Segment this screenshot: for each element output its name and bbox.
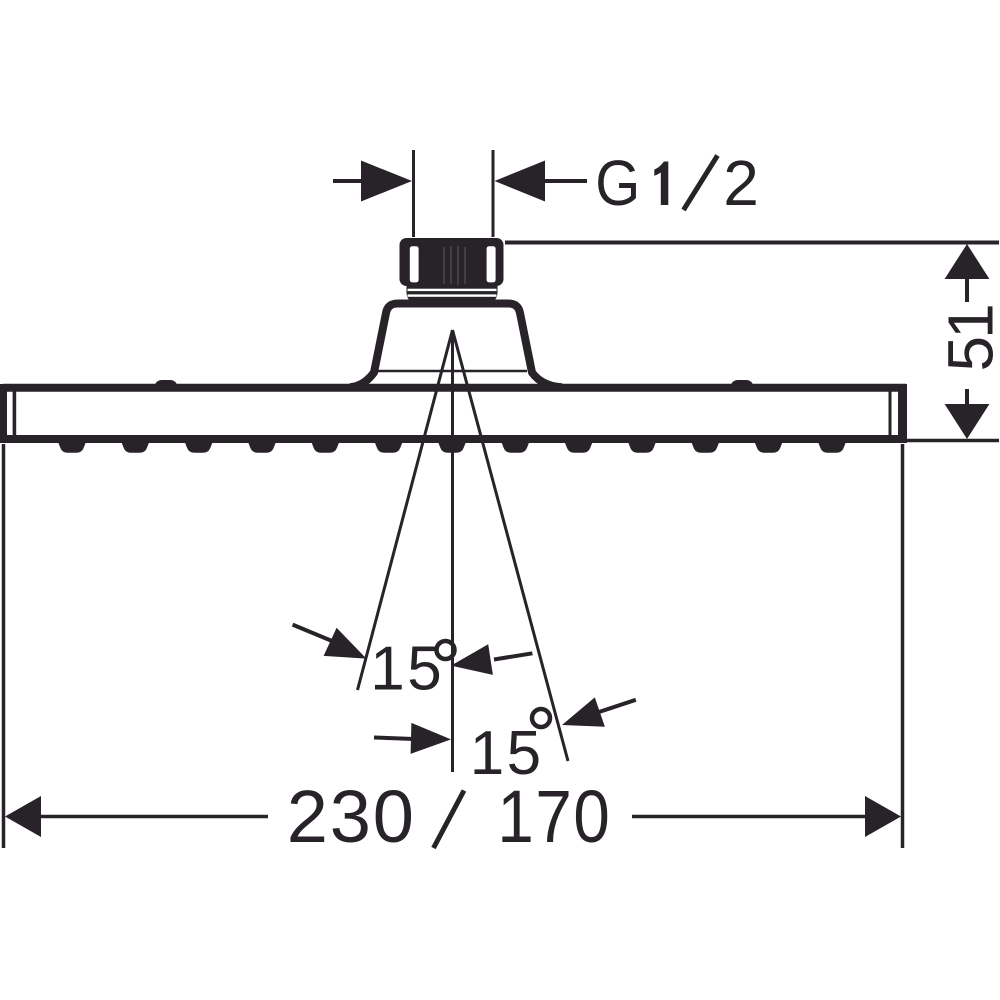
- svg-text:2: 2: [723, 147, 759, 219]
- svg-text:170: 170: [497, 775, 611, 858]
- svg-text:15: 15: [370, 635, 444, 704]
- svg-text:230: 230: [287, 775, 416, 858]
- svg-text:51: 51: [935, 306, 1000, 372]
- svg-text:15: 15: [470, 719, 544, 788]
- svg-text:G: G: [595, 147, 640, 219]
